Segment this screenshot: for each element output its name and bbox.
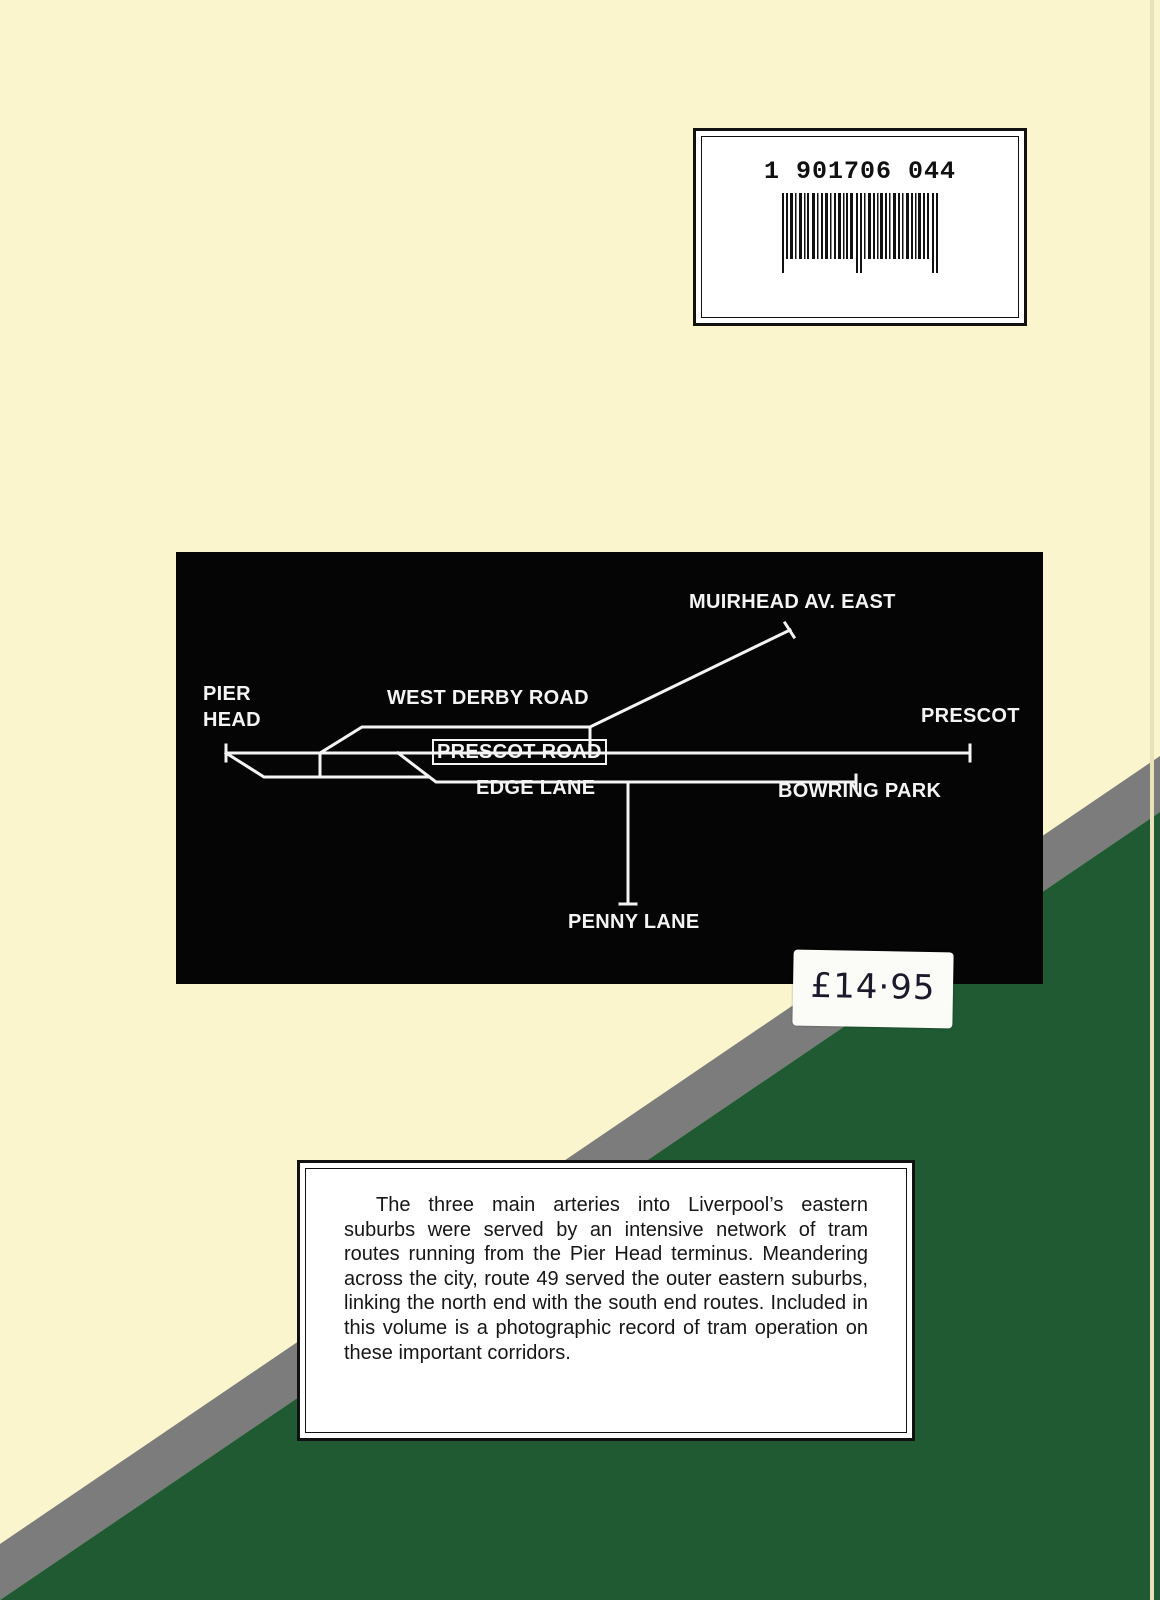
blurb-text: The three main arteries into Liverpool’s… <box>344 1194 868 1364</box>
blurb-box: The three main arteries into Liverpool’s… <box>297 1160 915 1441</box>
label-west-derby-road: WEST DERBY ROAD <box>387 687 589 709</box>
label-bowring-park: BOWRING PARK <box>778 780 942 802</box>
isbn-number: 1 901706 044 <box>763 157 957 186</box>
label-penny-lane: PENNY LANE <box>568 911 700 933</box>
edge-lane-line <box>395 750 858 784</box>
label-prescot-road: PRESCOT ROAD <box>432 739 607 765</box>
label-head: HEAD <box>203 709 261 731</box>
muirhead-line <box>587 627 793 730</box>
pier-head-lower-branch <box>223 750 430 779</box>
label-prescot: PRESCOT <box>921 705 1020 727</box>
label-muirhead-av-east: MUIRHEAD AV. EAST <box>689 591 896 613</box>
price-text: £14·95 <box>810 965 936 1009</box>
label-pier: PIER <box>203 683 251 705</box>
barcode-image <box>782 193 938 273</box>
isbn-inner-border <box>701 136 1019 318</box>
route-map-panel: MUIRHEAD AV. EAST PIER HEAD WEST DERBY R… <box>176 552 1043 984</box>
blurb-inner-border <box>305 1168 907 1433</box>
muirhead-terminus <box>782 620 797 640</box>
isbn-barcode-box: 1 901706 044 <box>693 128 1027 326</box>
label-edge-lane: EDGE LANE <box>476 777 596 799</box>
price-sticker: £14·95 <box>792 949 954 1029</box>
